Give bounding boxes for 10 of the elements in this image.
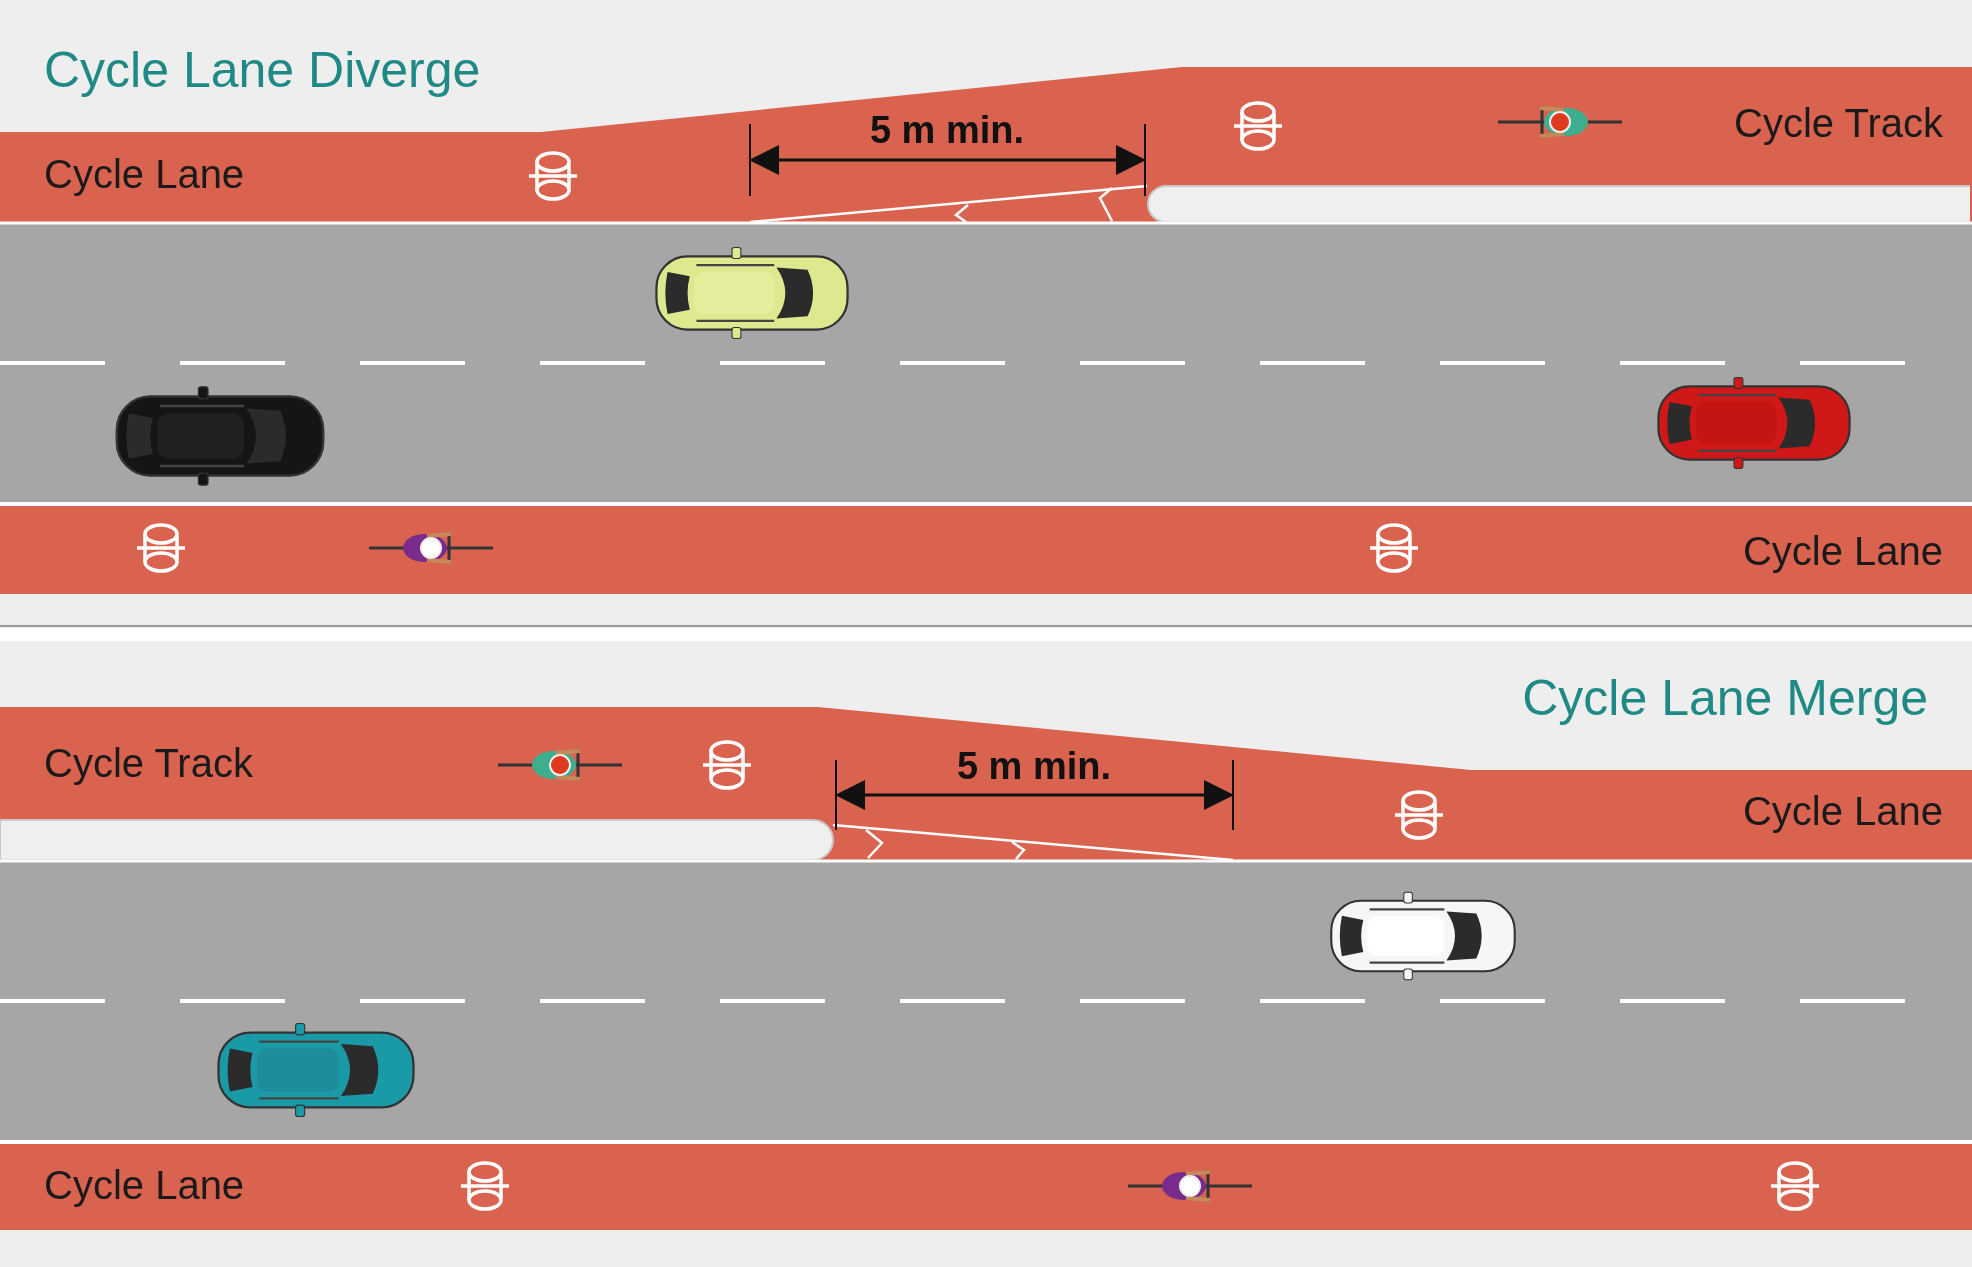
lane-label: Cycle Lane (44, 1165, 245, 1205)
lane-label: Cycle Track (44, 743, 253, 783)
lane-label: Cycle Lane (1742, 531, 1943, 571)
lane-label: Cycle Lane (1742, 791, 1943, 831)
dimension-label: 5 m min. (956, 747, 1112, 785)
panel-title: Cycle Lane Merge (1522, 673, 1928, 723)
dimension-label: 5 m min. (869, 111, 1025, 149)
lane-label: Cycle Lane (44, 154, 245, 194)
lane-label: Cycle Track (1734, 103, 1943, 143)
panel-title: Cycle Lane Diverge (44, 45, 481, 95)
